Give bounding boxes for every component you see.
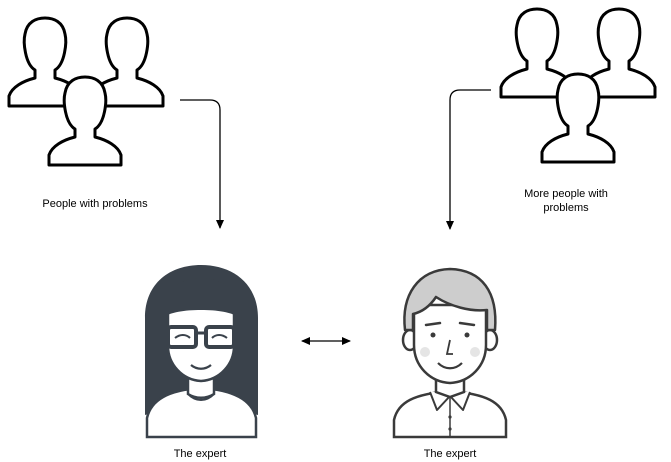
left-group-label: People with problems xyxy=(42,198,148,210)
right-group-label: More people with problems xyxy=(524,188,608,214)
man-expert-label: The expert xyxy=(423,448,477,460)
woman-expert-label: The expert xyxy=(173,448,227,460)
woman-expert-avatar-icon xyxy=(145,265,258,439)
right-people-group-icon xyxy=(499,7,657,164)
left-people-group-icon xyxy=(7,16,165,167)
edge-left-group-to-expert xyxy=(180,99,224,229)
man-expert-avatar-icon xyxy=(392,267,508,439)
edge-right-group-to-expert xyxy=(446,89,491,230)
